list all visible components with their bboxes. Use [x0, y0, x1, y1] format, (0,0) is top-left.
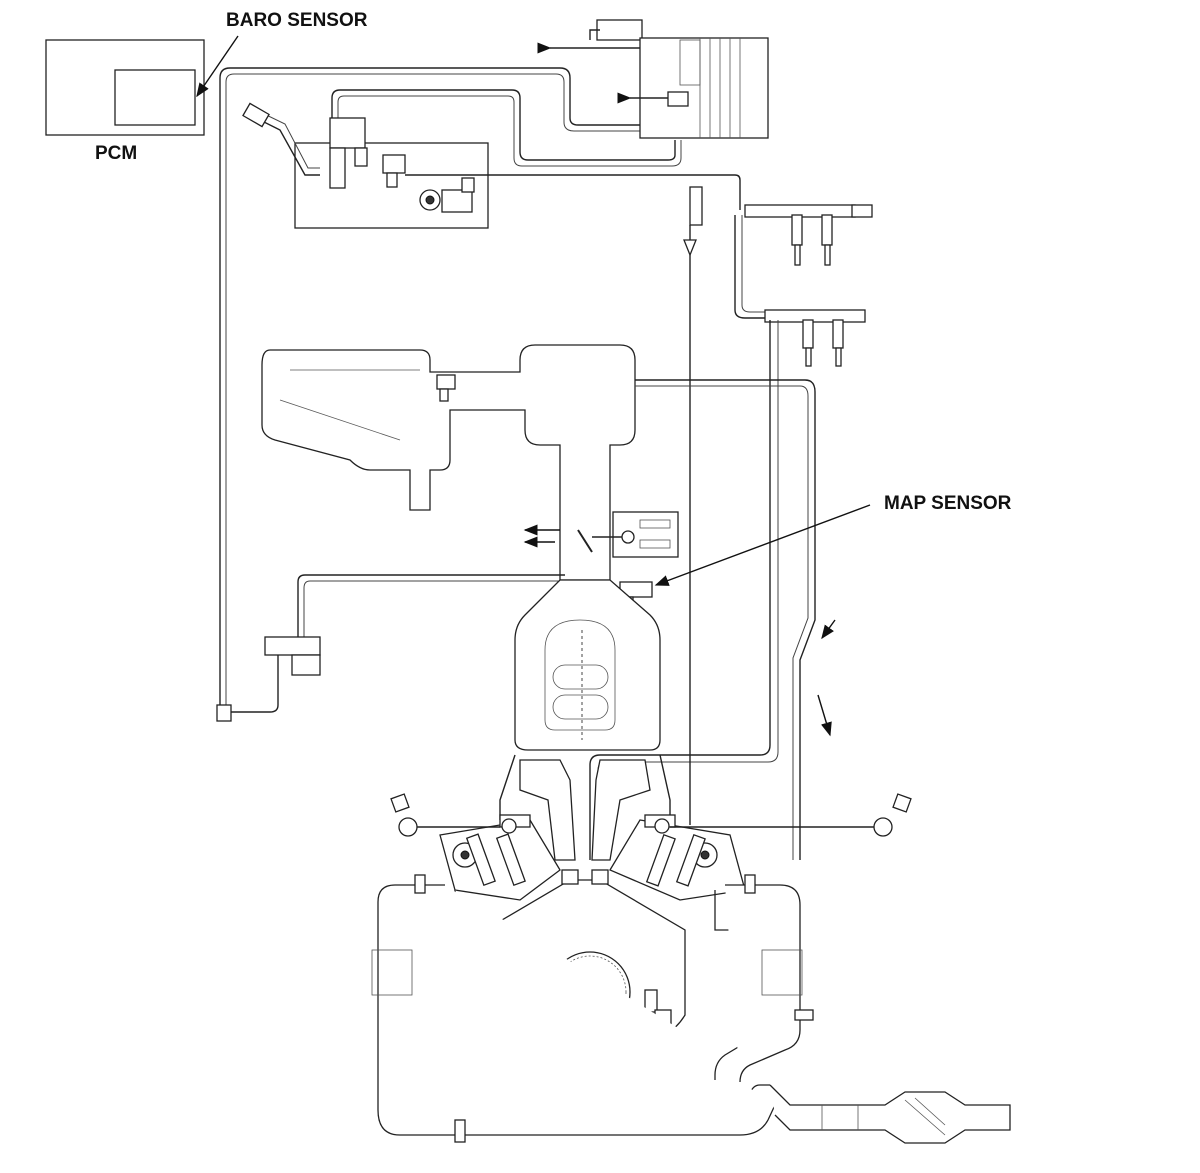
flow-arrow-in: [821, 619, 836, 640]
purge-line: [331, 89, 676, 161]
baro-sensor-label: BARO SENSOR: [226, 10, 368, 31]
throttle-body: [523, 511, 679, 558]
map-sensor-label: MAP SENSOR: [884, 493, 1012, 514]
vacuum-line-actuator: [297, 574, 565, 640]
engine-head-right: [609, 814, 746, 901]
map-sensor-leader: [654, 504, 871, 586]
tailpipe-catalytic-converter: [769, 1084, 1011, 1144]
sensor-left: [390, 793, 500, 837]
flow-arrow-out: [817, 694, 832, 737]
fuel-rail-lower: [734, 215, 866, 367]
baro-sensor-leader: [196, 35, 239, 98]
vacuum-line-left: [216, 67, 680, 722]
fuel-rail-upper: [683, 186, 873, 266]
intake-manifold: [514, 579, 661, 751]
breather-line: [635, 379, 816, 860]
pcm-module: [45, 39, 205, 136]
evap-canister-assembly: [537, 19, 769, 139]
air-intake-box: [261, 344, 636, 581]
engine-head-left: [439, 814, 561, 901]
intake-actuator: [231, 636, 321, 713]
exhaust-left: [371, 874, 776, 1143]
fuel-line-right-a: [589, 320, 771, 860]
baro-sensor-box: [114, 69, 196, 126]
pcm-label: PCM: [95, 143, 138, 164]
evap-valve-box: [242, 102, 741, 229]
exhaust-right: [714, 874, 814, 1083]
sensor-right: [670, 793, 912, 837]
